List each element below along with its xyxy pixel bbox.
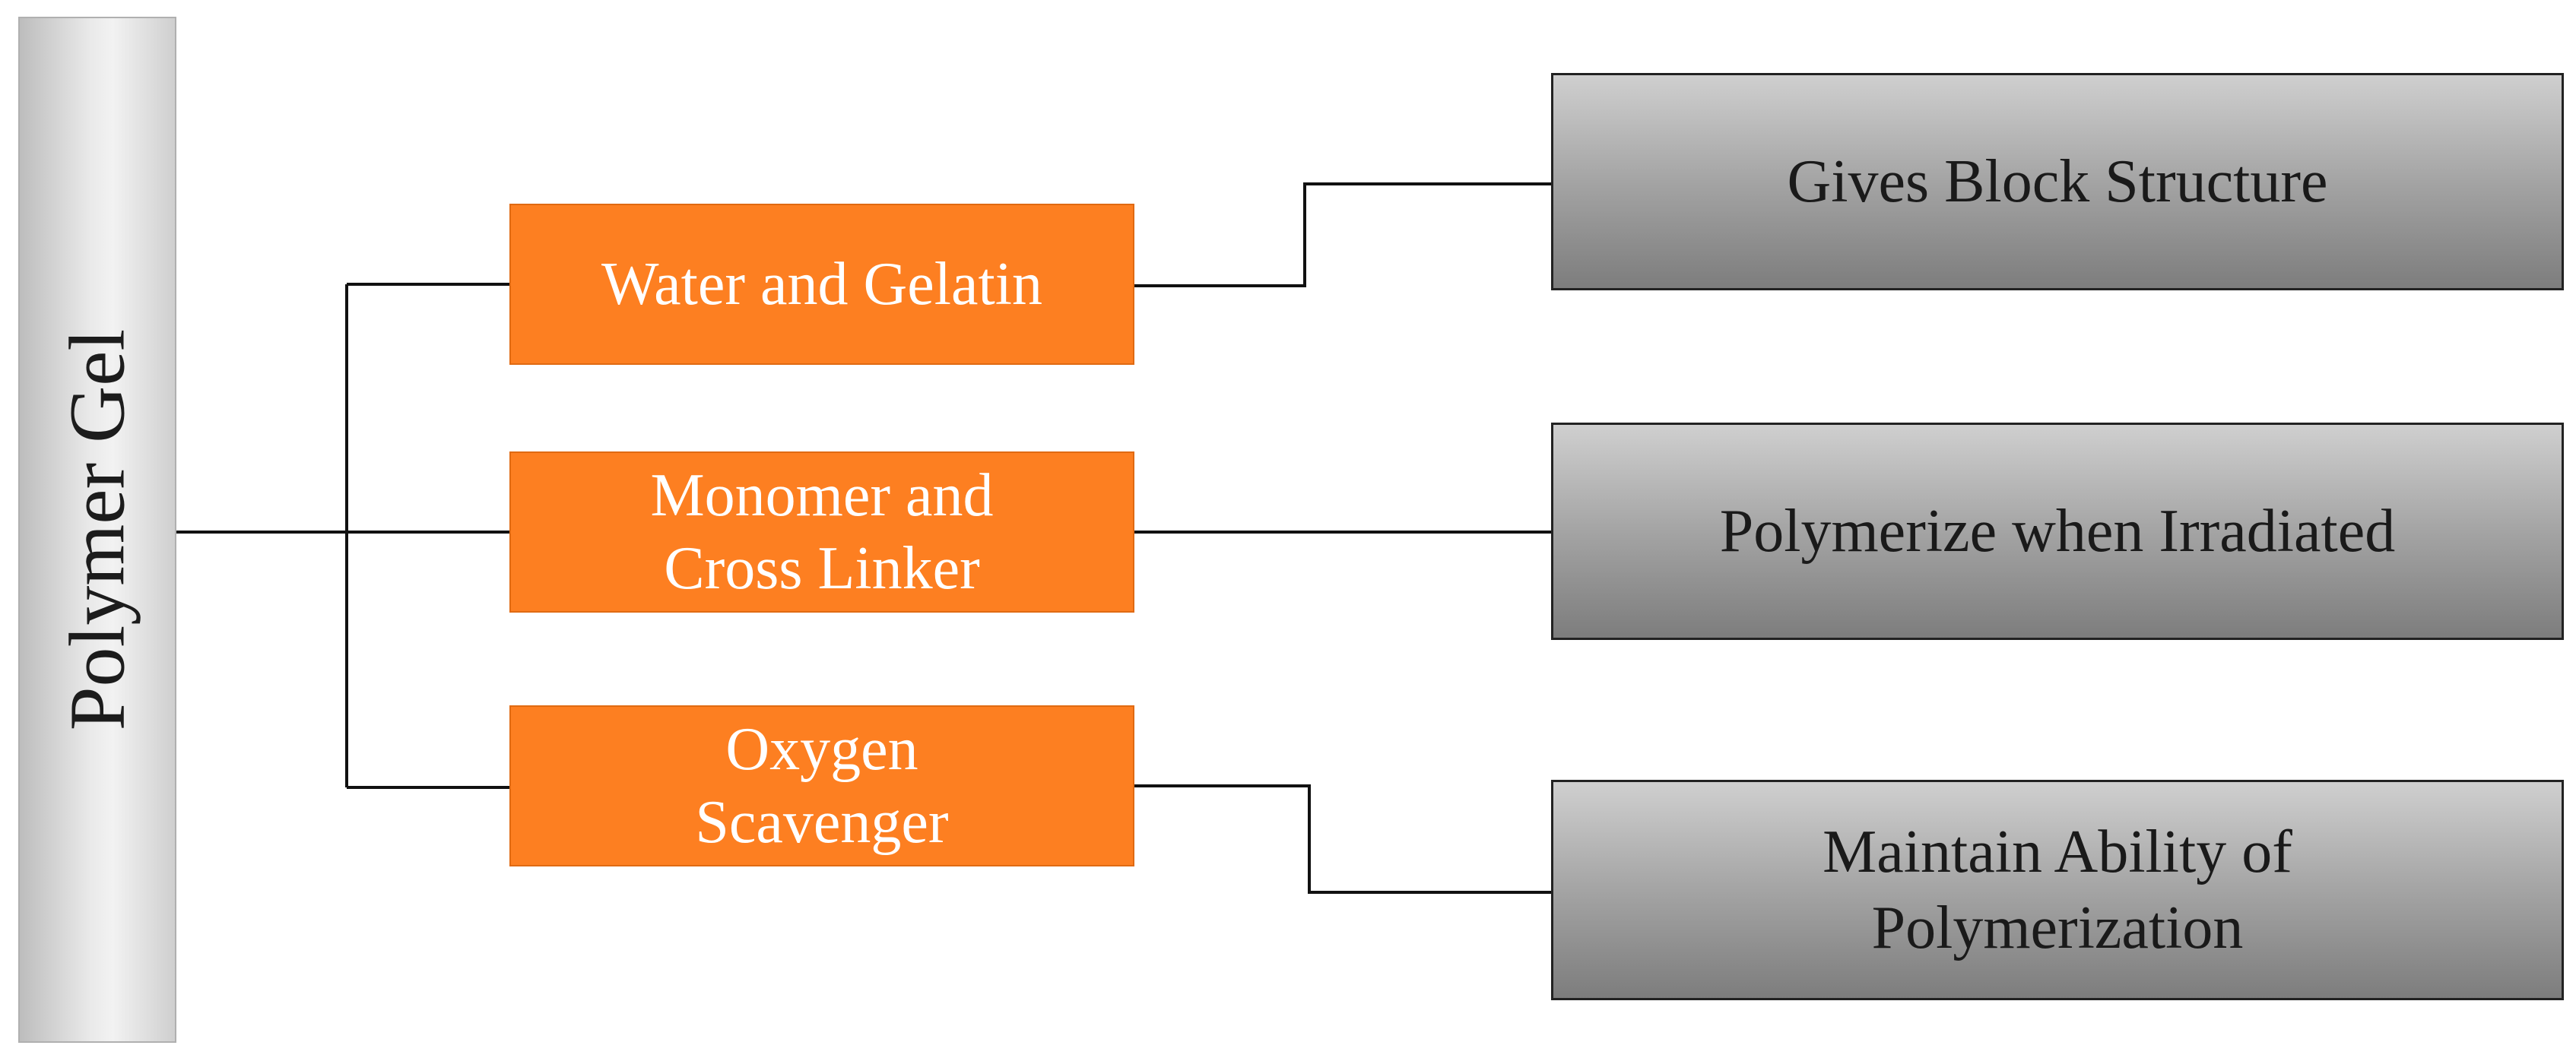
component-label: Water and Gelatin (601, 251, 1042, 318)
component-node-monomer-cross-linker: Monomer and Cross Linker (509, 451, 1134, 613)
component-label: Oxygen Scavenger (695, 716, 949, 856)
function-label: Maintain Ability of Polymerization (1823, 819, 2292, 961)
component-node-water-gelatin: Water and Gelatin (509, 204, 1134, 365)
connector-component-1-to-function-1 (1134, 182, 1551, 287)
component-node-oxygen-scavenger: Oxygen Scavenger (509, 705, 1134, 866)
function-node-polymerize: Polymerize when Irradiated (1551, 423, 2564, 640)
connector-component-3-to-function-3 (1134, 784, 1551, 894)
function-label: Polymerize when Irradiated (1719, 498, 2396, 565)
root-node-polymer-gel: Polymer Gel (18, 17, 176, 1043)
function-node-maintain-ability: Maintain Ability of Polymerization (1551, 780, 2564, 1000)
function-label: Gives Block Structure (1787, 148, 2328, 215)
root-node-label: Polymer Gel (53, 328, 141, 731)
function-node-block-structure: Gives Block Structure (1551, 73, 2564, 290)
component-label: Monomer and Cross Linker (650, 462, 994, 602)
